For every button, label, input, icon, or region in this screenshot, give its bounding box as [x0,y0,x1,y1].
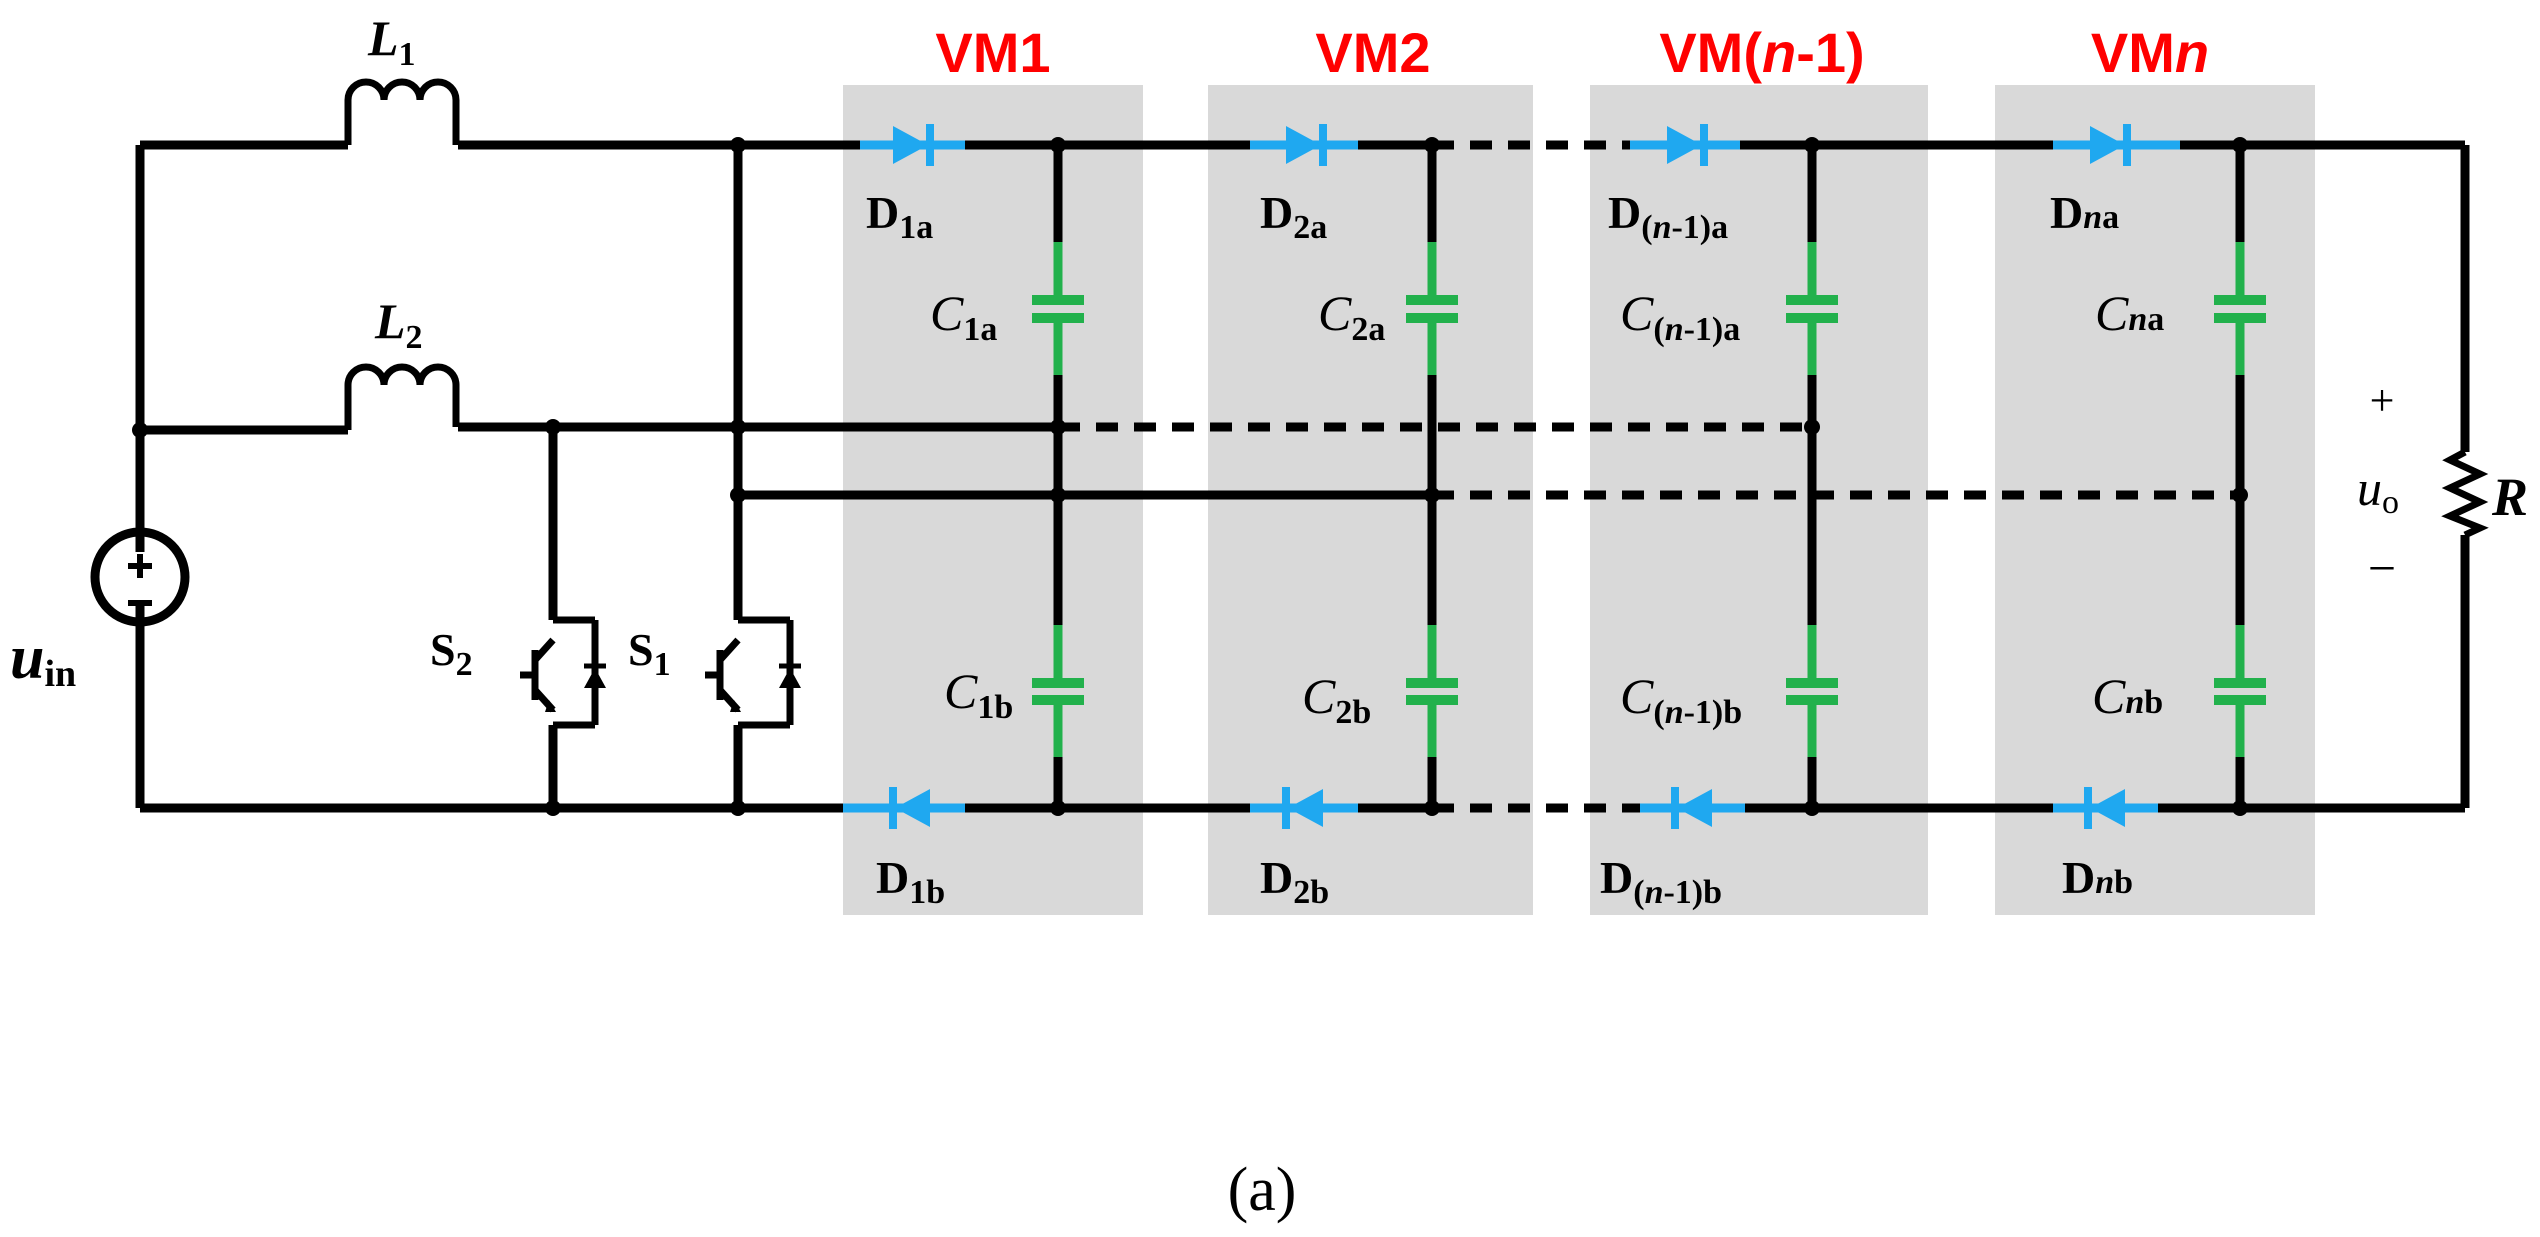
output-voltage-label: uo [2357,460,2399,521]
module-title-vm-n-minus-1: VM(n-1) [1659,21,1864,84]
label-cn1b: C(n-1)b [1620,668,1742,731]
label-r: R [2491,467,2528,527]
label-dn1a: D(n-1)a [1608,187,1728,246]
label-l2: L2 [374,293,423,356]
label-dn1b: D(n-1)b [1600,852,1722,911]
diode-dna [2053,124,2180,166]
voltage-source [90,522,190,632]
capacitor-cn1a [1786,242,1838,375]
switch-s1 [705,616,801,729]
module-title-vm1: VM1 [935,21,1050,84]
diode-d1a [860,124,965,166]
label-c2a: C2a [1318,285,1385,348]
label-d1b: D1b [876,852,945,911]
module-title-vmn: VMn [2091,21,2209,84]
inductor-l2 [344,363,460,430]
capacitor-c2b [1406,625,1458,757]
label-cnb: Cnb [2092,668,2163,724]
capacitors [1032,242,2266,757]
capacitor-labels-top: C1a C2a C(n-1)a Cna [930,285,2164,348]
label-c1a: C1a [930,285,997,348]
capacitor-c1a [1032,242,1084,375]
wires [135,140,2470,813]
output-plus: + [2370,376,2395,425]
module-titles: VM1 VM2 VM(n-1) VMn [935,21,2209,84]
output-minus: − [2368,540,2396,596]
module-bg-vmn [1995,85,2315,915]
label-cna: Cna [2095,285,2164,341]
module-title-vm2: VM2 [1315,21,1430,84]
label-source: uin [10,624,76,695]
diodes [843,124,2180,829]
module-backgrounds [843,85,2315,915]
diode-labels-bottom: D1b D2b D(n-1)b Dnb [876,852,2133,911]
diode-d2a [1250,124,1358,166]
label-d1a: D1a [866,187,933,246]
label-l1: L1 [367,10,416,73]
diode-d1b [843,787,965,829]
capacitor-c2a [1406,242,1458,375]
switch-s2 [520,616,606,729]
label-s2: S2 [430,624,473,683]
label-dna: Dna [2050,187,2119,238]
capacitor-labels-bottom: C1b C2b C(n-1)b Cnb [944,663,2163,731]
module-bg-vm2 [1208,85,1533,915]
diode-d2b [1250,787,1358,829]
figure-caption: (a) [1228,1156,1297,1224]
capacitor-cn1b [1786,625,1838,757]
label-cn1a: C(n-1)a [1620,285,1740,348]
diode-dnb [2053,787,2158,829]
label-c1b: C1b [944,663,1013,726]
module-bg-vm-n-minus-1 [1590,85,1928,915]
capacitor-c1b [1032,625,1084,757]
label-dnb: Dnb [2062,852,2133,903]
inductor-l1 [344,78,460,145]
junctions [132,137,2248,816]
resistor-r [2441,448,2489,539]
capacitor-cnb [2214,625,2266,757]
diode-labels-top: D1a D2a D(n-1)a Dna [866,187,2119,246]
diode-dn1a [1630,124,1740,166]
label-s1: S1 [628,624,671,683]
diode-dn1b [1640,787,1745,829]
label-d2b: D2b [1260,852,1329,911]
label-d2a: D2a [1260,187,1327,246]
inductors [344,78,460,430]
label-c2b: C2b [1302,668,1371,731]
capacitor-cna [2214,242,2266,375]
module-bg-vm1 [843,85,1143,915]
